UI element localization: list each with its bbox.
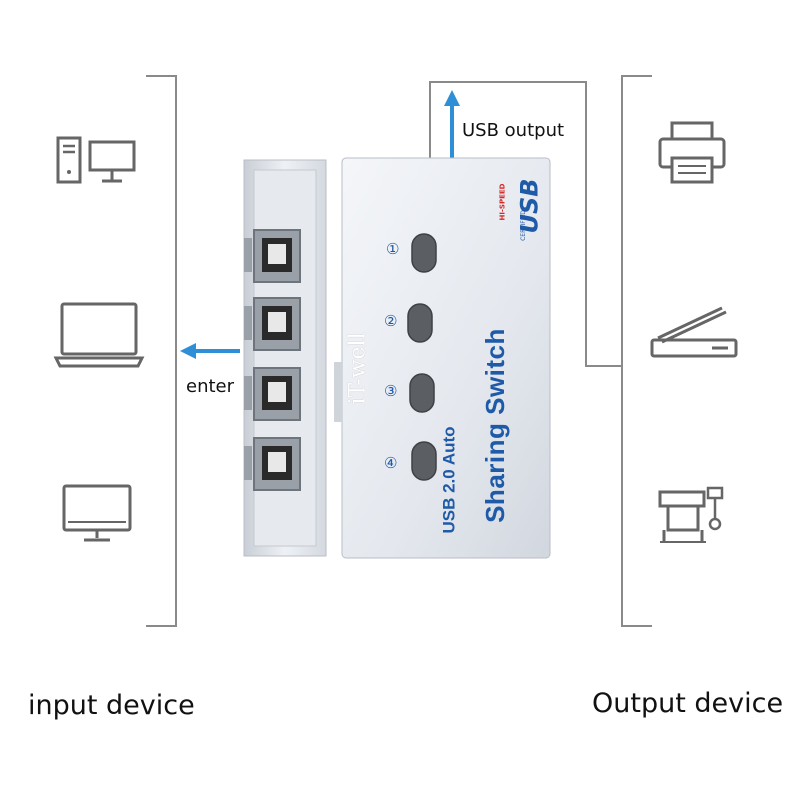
device-model-text: USB 2.0 Auto bbox=[439, 426, 459, 534]
port-number: ④ bbox=[384, 454, 398, 472]
usb-output-label: USB output bbox=[462, 120, 565, 141]
printer-icon bbox=[658, 121, 726, 184]
scanner-icon bbox=[650, 306, 738, 358]
usb-b-port bbox=[244, 367, 301, 421]
plotter-icon bbox=[658, 486, 724, 543]
usb-logo-sub: HI-SPEED bbox=[498, 183, 507, 221]
port-number: ② bbox=[384, 312, 398, 330]
switch-button bbox=[411, 233, 437, 273]
desktop-computer-icon bbox=[56, 136, 136, 184]
usb-logo-sub2: CERTIFIED bbox=[519, 210, 527, 241]
usb-b-port bbox=[244, 297, 301, 351]
usb-sharing-switch bbox=[243, 157, 551, 559]
usb-output-connector bbox=[429, 81, 622, 367]
usb-b-port bbox=[244, 229, 301, 283]
enter-label: enter bbox=[186, 376, 235, 397]
output-device-label: Output device bbox=[592, 688, 784, 719]
device-title-text: Sharing Switch bbox=[479, 328, 510, 523]
brand-text: iT-well bbox=[345, 332, 371, 405]
port-number: ③ bbox=[384, 382, 398, 400]
monitor-icon bbox=[62, 484, 132, 542]
port-number: ① bbox=[386, 240, 400, 258]
output-bracket bbox=[621, 75, 652, 627]
switch-button bbox=[409, 373, 435, 413]
input-device-label: input device bbox=[28, 690, 195, 721]
usb-b-port bbox=[244, 437, 301, 491]
laptop-icon bbox=[53, 302, 145, 368]
usb-logo: USB HI-SPEED CERTIFIED bbox=[488, 170, 548, 242]
switch-button bbox=[411, 441, 437, 481]
switch-button bbox=[407, 303, 433, 343]
